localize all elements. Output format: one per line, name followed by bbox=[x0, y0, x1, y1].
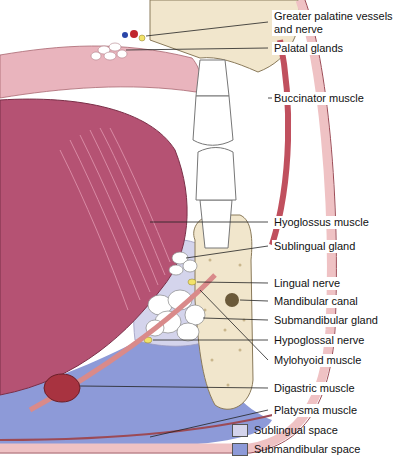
sublingual-gland bbox=[169, 252, 197, 275]
leader-line bbox=[150, 222, 268, 223]
part-label: Mylohyoid muscle bbox=[272, 354, 363, 367]
part-label: Mandibular canal bbox=[272, 295, 360, 308]
leader-line bbox=[186, 246, 268, 258]
lower-tooth-crown bbox=[196, 148, 236, 201]
legend-swatch bbox=[232, 443, 248, 456]
part-label: Submandibular gland bbox=[272, 314, 380, 327]
part-label: Palatal glands bbox=[272, 42, 345, 55]
mylohyoid-muscle bbox=[30, 275, 215, 410]
lower-tooth-root bbox=[200, 200, 232, 248]
part-label: Hyoglossus muscle bbox=[272, 216, 371, 229]
part-label: Digastric muscle bbox=[272, 382, 357, 395]
leader-line bbox=[146, 22, 268, 36]
buccinator-muscle bbox=[272, 40, 288, 245]
part-label: Greater palatine vessels and nerve bbox=[272, 10, 410, 36]
part-label: Lingual nerve bbox=[272, 277, 342, 290]
leader-line bbox=[153, 340, 268, 341]
palatine-vein bbox=[122, 32, 128, 38]
leader-line bbox=[80, 386, 268, 388]
leader-line bbox=[150, 410, 268, 437]
platysma-muscle bbox=[0, 410, 292, 440]
legend-text: Sublingual space bbox=[254, 424, 338, 437]
legend-text: Submandibular space bbox=[254, 443, 360, 456]
part-label: Hypoglossal nerve bbox=[272, 334, 367, 347]
part-label: Platysma muscle bbox=[272, 404, 359, 417]
part-label: Buccinator muscle bbox=[272, 92, 366, 105]
leader-line bbox=[197, 282, 268, 283]
part-label: Sublingual gland bbox=[272, 240, 357, 253]
leader-line bbox=[126, 48, 268, 50]
palatine-nerve bbox=[139, 35, 145, 41]
upper-tooth-crown bbox=[193, 96, 233, 145]
upper-tooth-root bbox=[196, 60, 229, 96]
lingual-nerve bbox=[188, 279, 196, 285]
leader-line bbox=[240, 300, 268, 301]
mandibular-canal bbox=[225, 293, 239, 307]
leader-line bbox=[203, 318, 268, 320]
leader-line bbox=[200, 290, 268, 360]
legend-swatch bbox=[232, 424, 248, 437]
palatine-artery bbox=[130, 30, 138, 38]
palate-mucosa bbox=[0, 46, 200, 98]
palatal-glands bbox=[91, 43, 127, 60]
digastric-muscle bbox=[44, 374, 80, 402]
hyoglossus-fibers bbox=[60, 128, 170, 310]
tongue bbox=[0, 99, 187, 395]
submandibular-gland bbox=[146, 290, 205, 341]
